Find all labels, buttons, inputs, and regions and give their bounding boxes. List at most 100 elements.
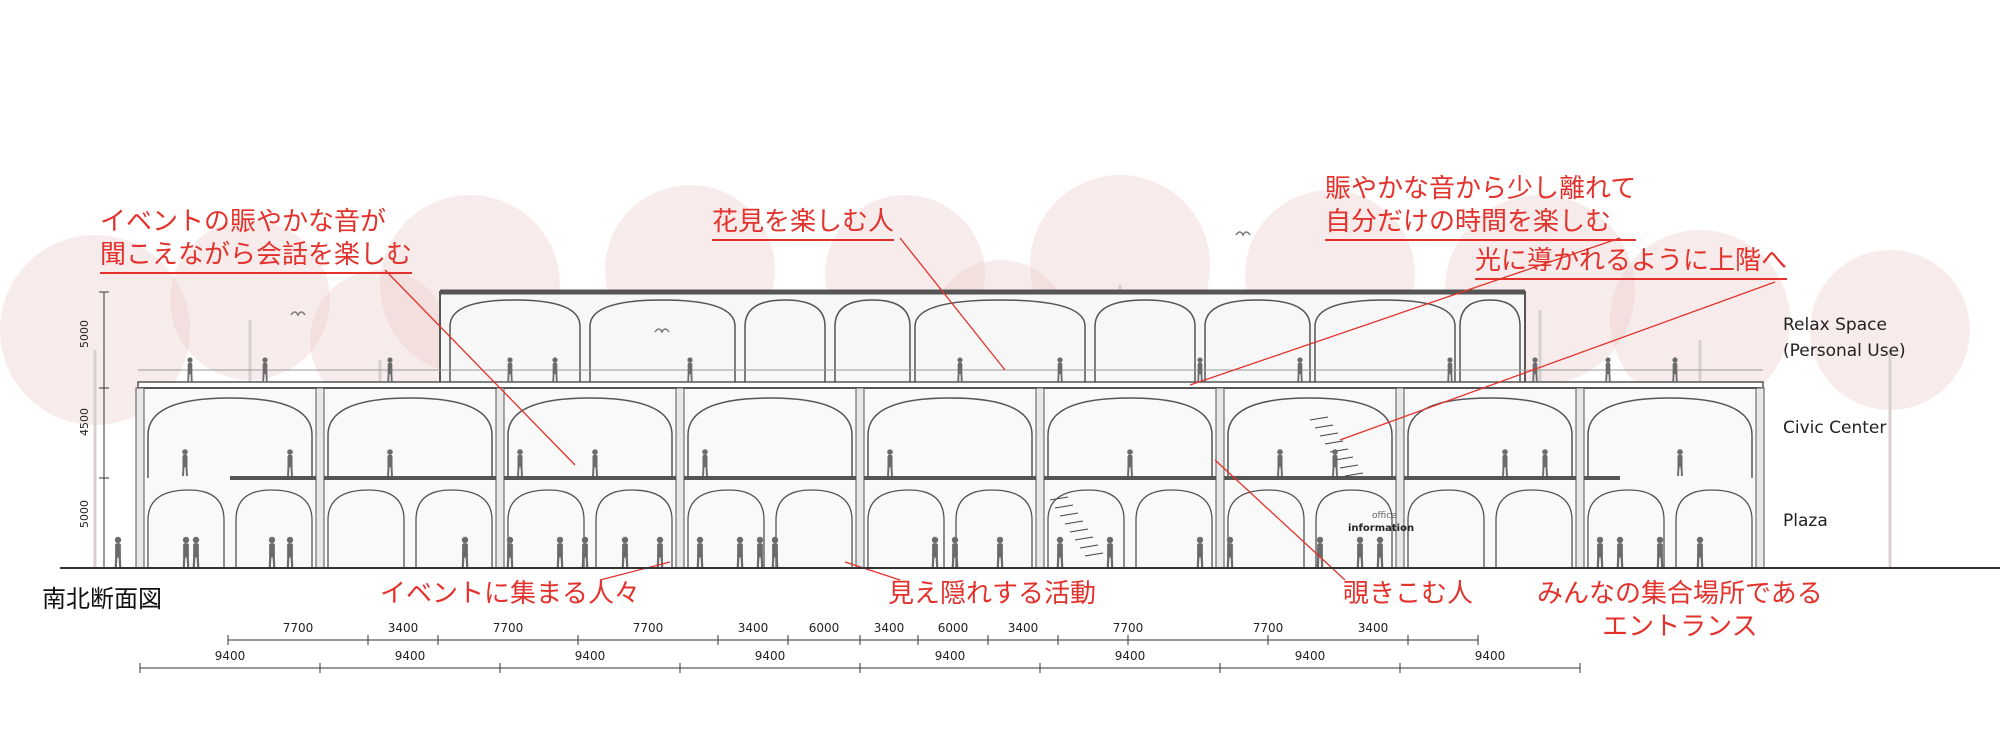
- plaza-arch: [1047, 489, 1125, 568]
- person-silhouette: [702, 449, 708, 477]
- civic-arch: [687, 397, 853, 478]
- stair-tread: [1059, 512, 1079, 517]
- plaza-arch: [1227, 489, 1305, 568]
- annotation-event: イベントに集まる人々: [380, 578, 640, 611]
- upper-arch: [449, 299, 581, 388]
- dimension-label: 9400: [935, 649, 966, 663]
- person-silhouette: [556, 536, 564, 569]
- person-silhouette: [887, 449, 893, 477]
- plaza-arch: [867, 489, 945, 568]
- stair-tread: [1319, 432, 1339, 437]
- dimension-label: 3400: [388, 621, 419, 635]
- upper-arch: [1314, 299, 1456, 388]
- upper-arch: [914, 299, 1086, 388]
- dimension-label: 9400: [755, 649, 786, 663]
- stair-tread: [1069, 528, 1089, 533]
- bird: [290, 311, 306, 317]
- person-silhouette: [1106, 536, 1114, 569]
- person-silhouette: [957, 357, 963, 383]
- annotation-conversation-line2: 聞こえながら会話を楽しむ: [100, 239, 413, 274]
- plaza-arch: [507, 489, 585, 568]
- person-silhouette: [517, 449, 523, 477]
- plaza-arch: [1407, 489, 1485, 568]
- person-silhouette: [1356, 536, 1364, 569]
- dimension-label: 7700: [493, 621, 524, 635]
- level-relax-space-label: Relax Space: [1783, 315, 1887, 335]
- person-silhouette: [1197, 357, 1203, 383]
- person-silhouette: [1057, 357, 1063, 383]
- annotation-light-text: 光に導かれるように上階へ: [1475, 245, 1788, 280]
- building-structure: [135, 289, 1765, 569]
- annotation-entrance-line1: みんなの集合場所である: [1537, 579, 1823, 609]
- upper-arch: [834, 299, 911, 388]
- leader-line: [1189, 237, 1621, 386]
- leader-line: [1214, 459, 1346, 581]
- level-civic-center: Civic Center: [1783, 418, 1887, 438]
- person-silhouette: [262, 357, 268, 383]
- people-silhouettes: [114, 231, 1704, 569]
- person-silhouette: [1616, 536, 1624, 569]
- person-silhouette: [1056, 536, 1064, 569]
- person-silhouette: [1677, 449, 1683, 477]
- dimension-label: 9400: [1475, 649, 1506, 663]
- stair-tread: [1334, 456, 1354, 461]
- stair-tread: [1084, 552, 1104, 557]
- person-silhouette: [1226, 536, 1234, 569]
- person-silhouette: [507, 357, 513, 383]
- leader-line: [384, 269, 576, 466]
- annotation-entrance-line2: エントランス: [1602, 612, 1758, 642]
- level-personal-use-label: (Personal Use): [1783, 341, 1906, 361]
- person-silhouette: [552, 357, 558, 383]
- person-silhouette: [1596, 536, 1604, 569]
- upper-arch: [1459, 299, 1521, 388]
- civic-arch: [1587, 397, 1753, 478]
- plaza-arch: [415, 489, 493, 568]
- person-silhouette: [1502, 449, 1508, 477]
- annotation-quiet-line2: 自分だけの時間を楽しむ: [1325, 206, 1637, 241]
- plaza-arch: [1675, 489, 1753, 568]
- annotation-quiet-line1: 賑やかな音から少し離れて: [1325, 174, 1637, 204]
- person-silhouette: [506, 536, 514, 569]
- column: [855, 387, 865, 569]
- person-silhouette: [951, 536, 959, 569]
- civic-arch: [1227, 397, 1393, 478]
- person-silhouette: [1277, 449, 1283, 477]
- person-silhouette: [1696, 536, 1704, 569]
- stair-tread: [1079, 544, 1099, 549]
- person-silhouette: [192, 536, 200, 569]
- tree-canopy: [1810, 250, 1970, 410]
- plaza-arch: [687, 489, 765, 568]
- annotation-light: 光に導かれるように上階へ: [1475, 245, 1788, 280]
- civic-arch: [327, 397, 493, 478]
- person-silhouette: [687, 357, 693, 383]
- relax-space-volume: [439, 291, 1526, 389]
- person-silhouette: [996, 536, 1004, 569]
- dimension-label: 3400: [1008, 621, 1039, 635]
- plaza-arch: [1587, 489, 1665, 568]
- person-silhouette: [1127, 449, 1133, 477]
- person-silhouette: [1605, 357, 1611, 383]
- column: [495, 387, 505, 569]
- plaza-arch: [1315, 489, 1393, 568]
- person-silhouette: [1672, 357, 1678, 383]
- person-silhouette: [182, 449, 188, 477]
- person-silhouette: [931, 536, 939, 569]
- dimension-label: 3400: [1358, 621, 1389, 635]
- height-dimension-civic: 4500: [78, 408, 91, 436]
- annotation-activity-text: 見え隠れする活動: [888, 579, 1097, 609]
- stair-tread: [1064, 520, 1084, 525]
- person-silhouette: [771, 536, 779, 569]
- level-plaza: Plaza: [1783, 511, 1828, 531]
- drawing-title: 南北断面図: [42, 585, 162, 613]
- leader-line: [844, 561, 901, 581]
- column: [315, 387, 325, 569]
- person-silhouette: [387, 449, 393, 477]
- person-silhouette: [1316, 536, 1324, 569]
- annotation-leader-lines: [384, 237, 1776, 581]
- person-silhouette: [268, 536, 276, 569]
- person-silhouette: [387, 357, 393, 383]
- leader-line: [899, 237, 1006, 371]
- upper-arch: [1204, 299, 1311, 388]
